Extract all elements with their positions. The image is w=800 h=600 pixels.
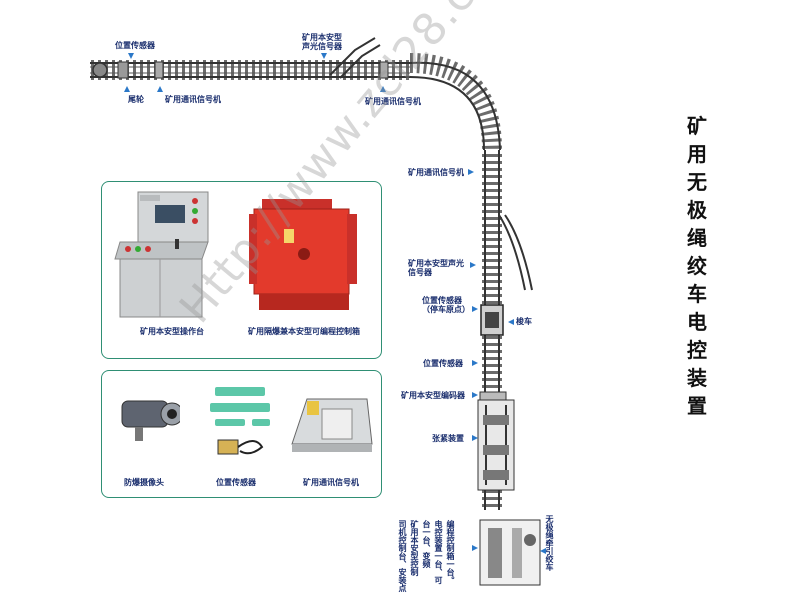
explosion-proof-camera-image bbox=[121, 400, 180, 441]
curved-track bbox=[409, 53, 502, 151]
comm-signal-device-1 bbox=[154, 61, 164, 79]
label-line: 台一台、变频 bbox=[422, 520, 431, 568]
arrow-right-icon bbox=[472, 306, 478, 312]
encoder-device bbox=[479, 391, 507, 401]
label-comm-signal-3: 矿用通讯信号机 bbox=[408, 168, 464, 177]
title-char: 绞 bbox=[687, 254, 707, 278]
label-line: 矿用本安型控制 bbox=[410, 520, 419, 576]
label-plc-box: 矿用隔爆兼本安型可编程控制箱 bbox=[248, 327, 360, 336]
title-char: 电 bbox=[687, 310, 707, 334]
label-position-sensor-origin: 位置传感器 （停车原点） bbox=[422, 296, 470, 314]
label-shuttle-car: 梭车 bbox=[516, 317, 532, 326]
comm-signal-device-image bbox=[291, 398, 373, 452]
arrow-right-icon bbox=[472, 360, 478, 366]
label-position-sensor-top: 位置传感器 bbox=[115, 41, 155, 50]
label-acoustic-optical-top: 矿用本安型 声光信号器 bbox=[302, 33, 342, 51]
label-line: （停车原点） bbox=[422, 305, 470, 314]
arrow-right-icon bbox=[472, 392, 478, 398]
rope-winch bbox=[479, 519, 541, 586]
title-char: 用 bbox=[687, 142, 707, 166]
branch-track-top bbox=[329, 37, 381, 79]
arrow-left-icon bbox=[508, 319, 514, 325]
title-char: 无 bbox=[687, 170, 707, 194]
arrow-down-icon bbox=[321, 53, 327, 59]
label-line: 编程控制箱一台。 bbox=[446, 520, 455, 584]
label-explosion-camera: 防爆摄像头 bbox=[124, 478, 164, 487]
label-driver-console-block: 司机控制台、安装点 矿用本安型控制 台一台、变频 电控装置一台、可 编程控制箱一… bbox=[398, 520, 473, 595]
arrow-up-icon bbox=[380, 86, 386, 92]
title-char: 矿 bbox=[687, 114, 707, 138]
arrow-down-icon bbox=[128, 53, 134, 59]
arrow-right-icon bbox=[468, 169, 474, 175]
label-position-sensor-panel: 位置传感器 bbox=[216, 478, 256, 487]
control-equipment-panel: 矿用本安型操作台 矿用隔爆兼本安型可编程控制箱 bbox=[101, 181, 382, 359]
branch-track-mid bbox=[498, 214, 526, 291]
arrow-up-icon bbox=[157, 86, 163, 92]
operation-console-image bbox=[114, 191, 209, 318]
title-char: 置 bbox=[687, 394, 707, 418]
label-comm-signal-2: 矿用通讯信号机 bbox=[365, 97, 421, 106]
page-title: 矿用无极绳绞车电控装置 bbox=[680, 112, 714, 420]
arrow-up-icon bbox=[124, 86, 130, 92]
label-tail-wheel: 尾轮 bbox=[128, 95, 144, 104]
label-acoustic-optical-mid: 矿用本安型声光 信号器 bbox=[408, 259, 464, 277]
position-sensor-image bbox=[210, 387, 270, 455]
sensor-equipment-panel: 防爆摄像头 位置传感器 矿用通讯信号机 bbox=[101, 370, 382, 498]
label-line: 矿用本安型声光 bbox=[408, 259, 464, 268]
arrow-right-icon bbox=[470, 262, 476, 268]
horizontal-track bbox=[90, 60, 410, 80]
label-comm-signal-panel: 矿用通讯信号机 bbox=[303, 478, 359, 487]
label-operation-console: 矿用本安型操作台 bbox=[140, 327, 204, 336]
title-char: 控 bbox=[687, 338, 707, 362]
tail-wheel bbox=[92, 61, 129, 79]
arrow-left-icon bbox=[540, 548, 546, 554]
title-char: 车 bbox=[687, 282, 707, 306]
label-tension-device: 张紧装置 bbox=[432, 434, 464, 443]
label-line: 司机控制台、安装点 bbox=[398, 520, 407, 592]
label-line: 矿用本安型 bbox=[302, 33, 342, 42]
plc-control-box-image bbox=[249, 199, 357, 310]
label-line: 信号器 bbox=[408, 268, 432, 277]
label-line: 电控装置一台、可 bbox=[434, 520, 443, 584]
comm-signal-device-2 bbox=[379, 61, 389, 79]
title-char: 绳 bbox=[687, 226, 707, 250]
shuttle-car bbox=[480, 304, 504, 336]
arrow-right-icon bbox=[472, 545, 478, 551]
arrow-right-icon bbox=[472, 435, 478, 441]
label-line: 位置传感器 bbox=[422, 296, 462, 305]
label-encoder: 矿用本安型编码器 bbox=[401, 391, 465, 400]
label-position-sensor-mid: 位置传感器 bbox=[423, 359, 463, 368]
title-char: 极 bbox=[687, 198, 707, 222]
label-comm-signal-1: 矿用通讯信号机 bbox=[165, 95, 221, 104]
label-line: 声光信号器 bbox=[302, 42, 342, 51]
label-winch: 无极绳牵引绞车 bbox=[545, 515, 554, 571]
tension-device bbox=[477, 399, 515, 491]
title-char: 装 bbox=[687, 366, 707, 390]
